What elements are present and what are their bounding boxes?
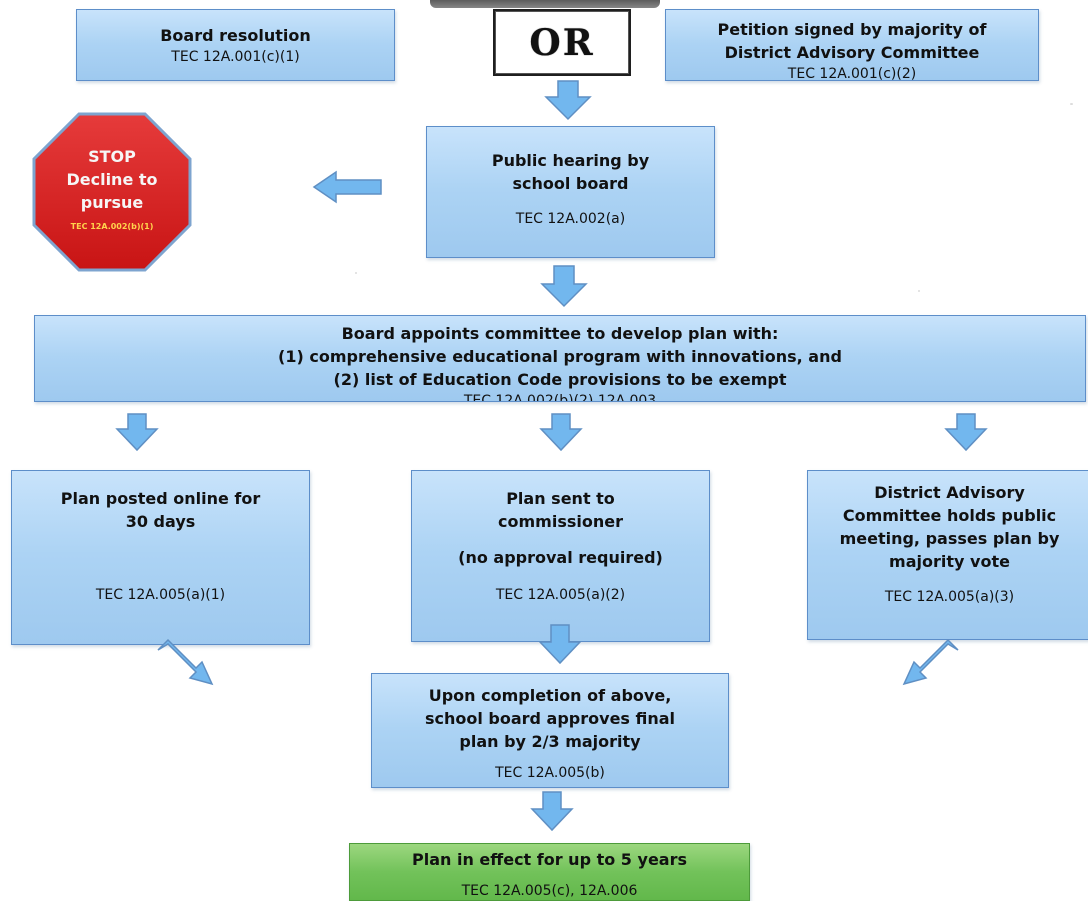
petition-line-1: Petition signed by majority of: [717, 20, 987, 39]
stop-cite: TEC 12A.002(b)(1): [70, 222, 154, 231]
public-hearing-box: Public hearing by school board TEC 12A.0…: [426, 126, 715, 258]
final-approval-line-2: school board approves final: [424, 709, 676, 728]
sent-commissioner-cite: TEC 12A.005(a)(2): [495, 587, 626, 603]
in-effect-box: Plan in effect for up to 5 years TEC 12A…: [349, 843, 750, 901]
final-approval-box: Upon completion of above, school board a…: [371, 673, 729, 788]
sent-commissioner-line-3: (no approval required): [458, 548, 663, 567]
sent-commissioner-line-2: commissioner: [498, 512, 623, 531]
speck-1: [1070, 103, 1073, 105]
petition-box: Petition signed by majority of District …: [665, 9, 1039, 81]
down-arrow-center-branch-icon: [539, 413, 583, 452]
committee-line-1: Board appoints committee to develop plan…: [341, 324, 779, 343]
board-resolution-title: Board resolution: [160, 26, 311, 45]
district-advisory-line-3: meeting, passes plan by: [839, 529, 1060, 548]
down-arrow-1-icon: [544, 80, 592, 121]
final-approval-cite: TEC 12A.005(b): [495, 765, 605, 781]
petition-cite: TEC 12A.001(c)(2): [787, 66, 917, 81]
sent-commissioner-box: Plan sent to commissioner (no approval r…: [411, 470, 710, 642]
speck-3: [355, 272, 357, 274]
committee-line-2: (1) comprehensive educational program wi…: [278, 347, 842, 366]
board-resolution-cite: TEC 12A.001(c)(1): [171, 49, 300, 65]
district-advisory-line-4: majority vote: [889, 552, 1010, 571]
sent-commissioner-line-1: Plan sent to: [506, 489, 615, 508]
board-resolution-box: Board resolution TEC 12A.001(c)(1): [76, 9, 395, 81]
posted-online-box: Plan posted online for 30 days TEC 12A.0…: [11, 470, 310, 645]
in-effect-line-1: Plan in effect for up to 5 years: [411, 850, 687, 869]
posted-online-line-1: Plan posted online for: [60, 489, 261, 508]
public-hearing-cite: TEC 12A.002(a): [515, 211, 626, 227]
district-advisory-cite: TEC 12A.005(a)(3): [884, 589, 1015, 605]
diagonal-left-arrow-icon: [157, 638, 214, 686]
left-arrow-icon: [312, 170, 382, 204]
stop-line-1: STOP: [88, 147, 136, 166]
stop-line-2: Decline to: [66, 170, 158, 189]
committee-line-3: (2) list of Education Code provisions to…: [333, 370, 787, 389]
committee-cite: TEC 12A.002(b)(2),12A.003: [463, 393, 657, 402]
posted-online-cite: TEC 12A.005(a)(1): [95, 587, 226, 603]
speck-2: [918, 290, 920, 292]
down-arrow-left-branch-icon: [115, 413, 159, 452]
petition-line-2: District Advisory Committee: [724, 43, 980, 62]
top-header-strip: [430, 0, 660, 8]
down-arrow-center-lower-icon: [538, 624, 582, 665]
final-approval-line-3: plan by 2/3 majority: [459, 732, 641, 751]
public-hearing-line-2: school board: [512, 174, 629, 193]
down-arrow-right-branch-icon: [944, 413, 988, 452]
stop-line-3: pursue: [80, 193, 144, 212]
in-effect-cite: TEC 12A.005(c), 12A.006: [461, 883, 638, 899]
posted-online-line-2: 30 days: [125, 512, 196, 531]
down-arrow-final-icon: [530, 791, 574, 832]
district-advisory-box: District Advisory Committee holds public…: [807, 470, 1088, 640]
committee-box: Board appoints committee to develop plan…: [34, 315, 1086, 402]
stop-sign-text: STOP Decline to pursue TEC 12A.002(b)(1): [32, 145, 192, 240]
diagonal-right-arrow-icon: [902, 638, 959, 686]
public-hearing-line-1: Public hearing by: [491, 151, 650, 170]
district-advisory-line-2: Committee holds public: [842, 506, 1057, 525]
district-advisory-line-1: District Advisory: [874, 483, 1025, 502]
stop-sign-icon: [32, 112, 192, 272]
stop-sign: STOP Decline to pursue TEC 12A.002(b)(1): [32, 112, 192, 272]
or-label: OR: [529, 21, 595, 64]
final-approval-line-1: Upon completion of above,: [428, 686, 672, 705]
or-box: OR: [493, 9, 631, 76]
down-arrow-2-icon: [540, 265, 588, 308]
